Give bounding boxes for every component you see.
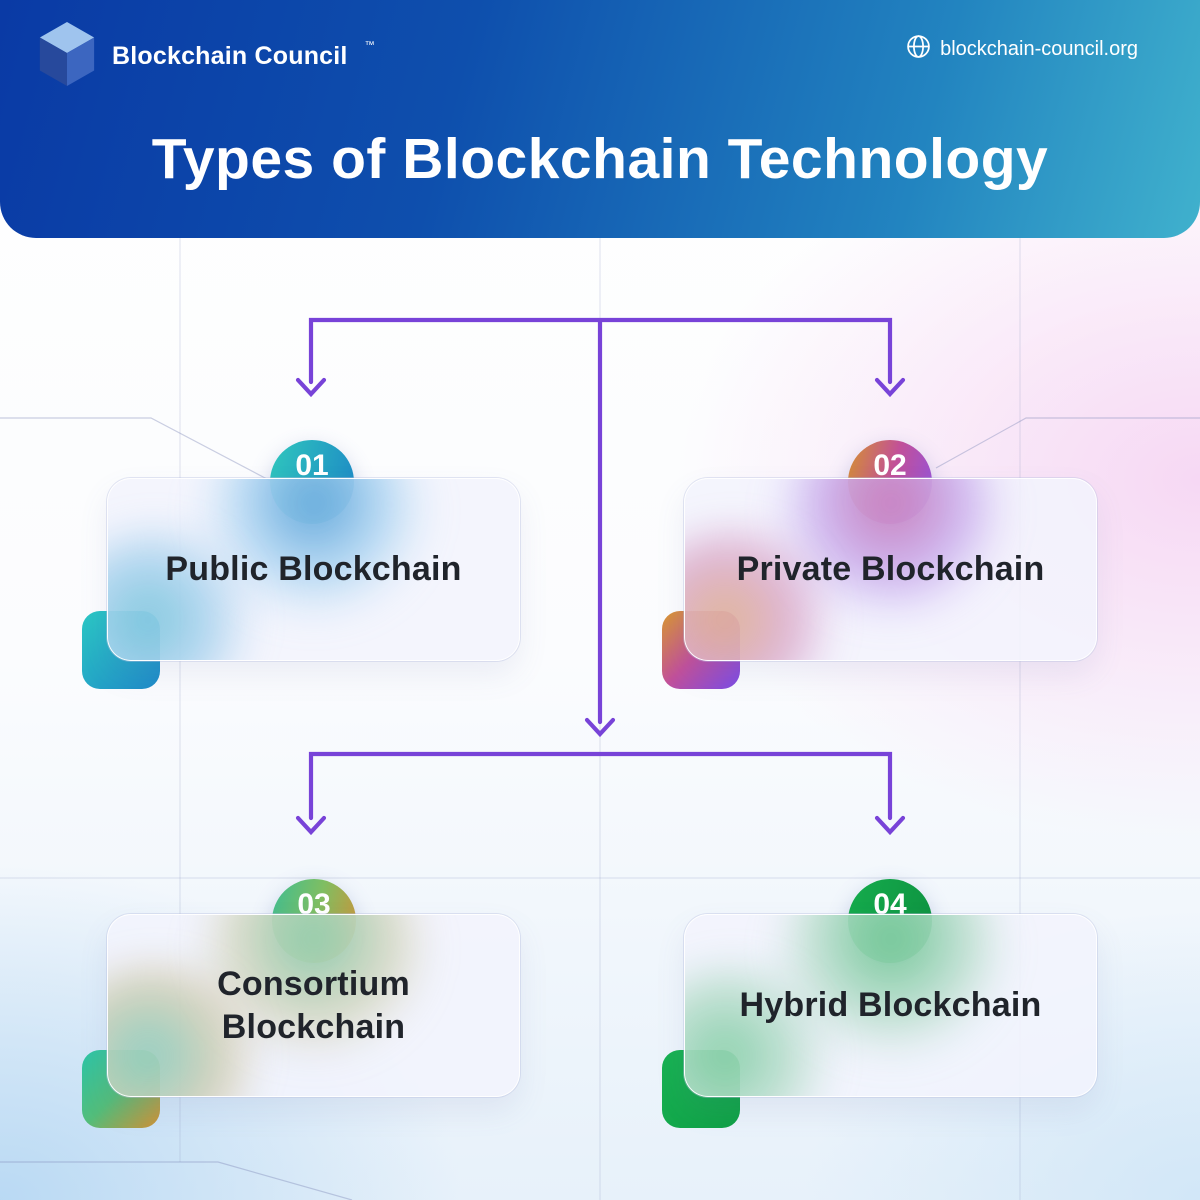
cube-logo-icon xyxy=(36,20,98,93)
brand: Blockchain Council ™ xyxy=(36,20,375,93)
node-card-private-blockchain: Private Blockchain xyxy=(684,478,1097,661)
badge-number: 01 xyxy=(295,449,329,482)
website-link: blockchain-council.org xyxy=(906,34,1138,65)
card-label: Consortium Blockchain xyxy=(217,965,410,1046)
header-band: Blockchain Council ™ blockchain-council.… xyxy=(0,0,1200,238)
trademark-symbol: ™ xyxy=(364,40,375,51)
card-label: Hybrid Blockchain xyxy=(739,986,1042,1025)
badge-number: 02 xyxy=(873,449,907,482)
page-title: Types of Blockchain Technology xyxy=(151,127,1049,191)
globe-icon xyxy=(906,34,931,65)
card-label: Private Blockchain xyxy=(736,550,1045,589)
website-url: blockchain-council.org xyxy=(940,38,1138,60)
brand-name: Blockchain Council xyxy=(112,42,348,70)
node-card-hybrid-blockchain: Hybrid Blockchain xyxy=(684,914,1097,1097)
card-label: Public Blockchain xyxy=(165,550,462,589)
node-card-consortium-blockchain: Consortium Blockchain xyxy=(107,914,520,1097)
node-card-public-blockchain: Public Blockchain xyxy=(107,478,520,661)
